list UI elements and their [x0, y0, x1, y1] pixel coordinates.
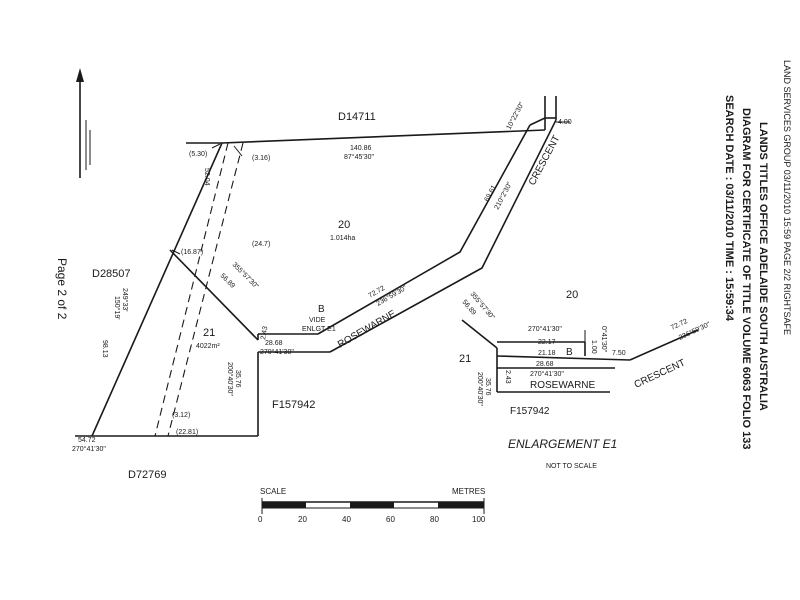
scale-label: SCALE	[260, 487, 286, 496]
enl-left-diag	[461, 319, 498, 349]
header-line-1: LANDS TITLES OFFICE ADELAIDE SOUTH AUSTR…	[757, 122, 769, 411]
leader-1687	[171, 249, 181, 255]
dim-front-brg: 270°41'30"	[260, 348, 294, 356]
enl-street-crescent: CRESCENT	[633, 357, 688, 390]
boundary-west	[91, 142, 223, 437]
dim-bottom-2281: (22.81)	[176, 429, 198, 436]
scale-tick-40: 40	[342, 515, 351, 524]
vide-note-2: ENLGT E1	[302, 326, 336, 333]
north-arrow-icon	[76, 68, 91, 178]
enl-title: ENLARGEMENT E1	[508, 437, 617, 451]
dim-cres-len: 69.61	[484, 184, 498, 203]
enl-b-label: B	[566, 347, 573, 358]
enl-crescent-line	[629, 329, 699, 361]
fax-header-group: LAND SERVICES GROUP 03/11/2010 15:59 PAG…	[782, 60, 792, 335]
dim-right21-brg: 200°40'30"	[226, 362, 234, 396]
easement-dash-1	[154, 142, 229, 437]
dim-top-right-brg: 10°22'30"	[505, 100, 526, 131]
dim-left-lower: 98.13	[101, 340, 108, 358]
enl-d-7272: 72.72	[670, 318, 689, 332]
enl-d-2868: 28.68	[536, 361, 554, 368]
enl-d-750: 7.50	[612, 350, 626, 357]
dim-front-len: 28.68	[265, 340, 283, 347]
dim-bottom-312: (3.12)	[172, 412, 190, 419]
adjoin-f157942: F157942	[272, 399, 315, 411]
dim-right21-len: 35.76	[234, 370, 241, 388]
main-plan	[75, 96, 570, 437]
easement-b-label: B	[318, 304, 325, 315]
scale-tick-80: 80	[430, 515, 439, 524]
enl-d-2217: 22.17	[538, 339, 556, 346]
boundary-inner-diag	[169, 249, 259, 341]
header-line-3: SEARCH DATE : 03/11/2010 TIME : 15:59:34	[723, 95, 735, 322]
page-label: Page 2 of 2	[55, 258, 69, 320]
enl-subtitle: NOT TO SCALE	[546, 463, 597, 470]
dim-left-upper: 52.04	[203, 168, 210, 186]
dim-corner-316: (3.16)	[252, 155, 270, 162]
scale-tick-60: 60	[386, 515, 395, 524]
enl-d-2118: 21.18	[538, 350, 556, 357]
dim-bottom-len: 54.72	[78, 437, 96, 444]
leader-316	[233, 145, 243, 157]
enl-mid-line	[496, 355, 631, 361]
vide-note-1: VIDE	[309, 317, 326, 324]
boundary-top	[221, 129, 546, 144]
page-label-group: Page 2 of 2	[55, 258, 69, 320]
dim-bottom-brg: 270°41'30"	[72, 445, 106, 453]
scale-tick-0: 0	[258, 515, 263, 524]
dim-top-right-len: 4.00	[558, 119, 572, 126]
adjoin-d28507: D28507	[92, 268, 131, 280]
fax-header-line: LAND SERVICES GROUP 03/11/2010 15:59 PAG…	[782, 60, 792, 335]
easement-dash-2	[167, 142, 244, 437]
dim-inner-len: 56.89	[219, 272, 236, 289]
scale-bar	[261, 498, 485, 514]
lot20-area: 1.014ha	[330, 235, 355, 242]
title-header-line1-group: LANDS TITLES OFFICE ADELAIDE SOUTH AUSTR…	[757, 122, 769, 411]
street-rosewarne: ROSEWARNE	[336, 308, 398, 350]
adjoin-d14711: D14711	[338, 111, 376, 123]
enl-d-low-brg: 200°40'30"	[476, 372, 484, 406]
enl-d-100: 1.00	[590, 340, 597, 354]
dim-inner-brg: 355°57'30"	[231, 261, 261, 291]
dim-cres-brg: 210°2'30"	[493, 180, 514, 211]
title-header-line3-group: SEARCH DATE : 03/11/2010 TIME : 15:59:34	[723, 95, 735, 322]
adjoin-d72769: D72769	[128, 469, 167, 481]
enl-adjoin-f157942: F157942	[510, 406, 550, 417]
scale-tick-20: 20	[298, 515, 307, 524]
enl-d-270: 270°41'30"	[528, 325, 562, 333]
leader-530	[211, 143, 221, 149]
dim-diag-brg-b: 150°19'	[113, 296, 121, 320]
road-top-cap	[529, 117, 546, 126]
road-inner-edge	[317, 124, 531, 335]
lot20-number: 20	[338, 219, 350, 231]
enl-d-low-len: 35.76	[484, 378, 491, 396]
enl-street-rosewarne: ROSEWARNE	[530, 380, 596, 391]
dim-diag-brg-a: 249°33'	[121, 288, 129, 312]
scale-unit: METRES	[452, 487, 485, 496]
dim-top-len: 140.86	[350, 145, 372, 152]
dim-top-brg: 87°45'30"	[344, 153, 374, 161]
enl-lot21: 21	[459, 353, 471, 365]
scale-tick-100: 100	[472, 515, 486, 524]
enl-lot20: 20	[566, 289, 578, 301]
title-header-line2-group: DIAGRAM FOR CERTIFICATE OF TITLE VOLUME …	[740, 108, 752, 449]
road-outer-edge	[329, 119, 557, 353]
lot21-area: 4022m²	[196, 343, 220, 350]
enl-d-2868-brg: 270°41'30"	[530, 370, 564, 378]
dim-front-short: 2.43	[260, 326, 269, 341]
dim-inner-247: (24.7)	[252, 241, 270, 248]
dim-corner-530: (5.30)	[189, 151, 207, 158]
header-line-2: DIAGRAM FOR CERTIFICATE OF TITLE VOLUME …	[740, 108, 752, 449]
enlargement-e1	[461, 319, 699, 393]
lot21-number: 21	[203, 327, 215, 339]
dim-left-mid: (16.87)	[181, 249, 203, 256]
enl-d-100-brg: 0°41'30"	[600, 326, 608, 353]
enl-d-243: 2.43	[504, 370, 511, 384]
